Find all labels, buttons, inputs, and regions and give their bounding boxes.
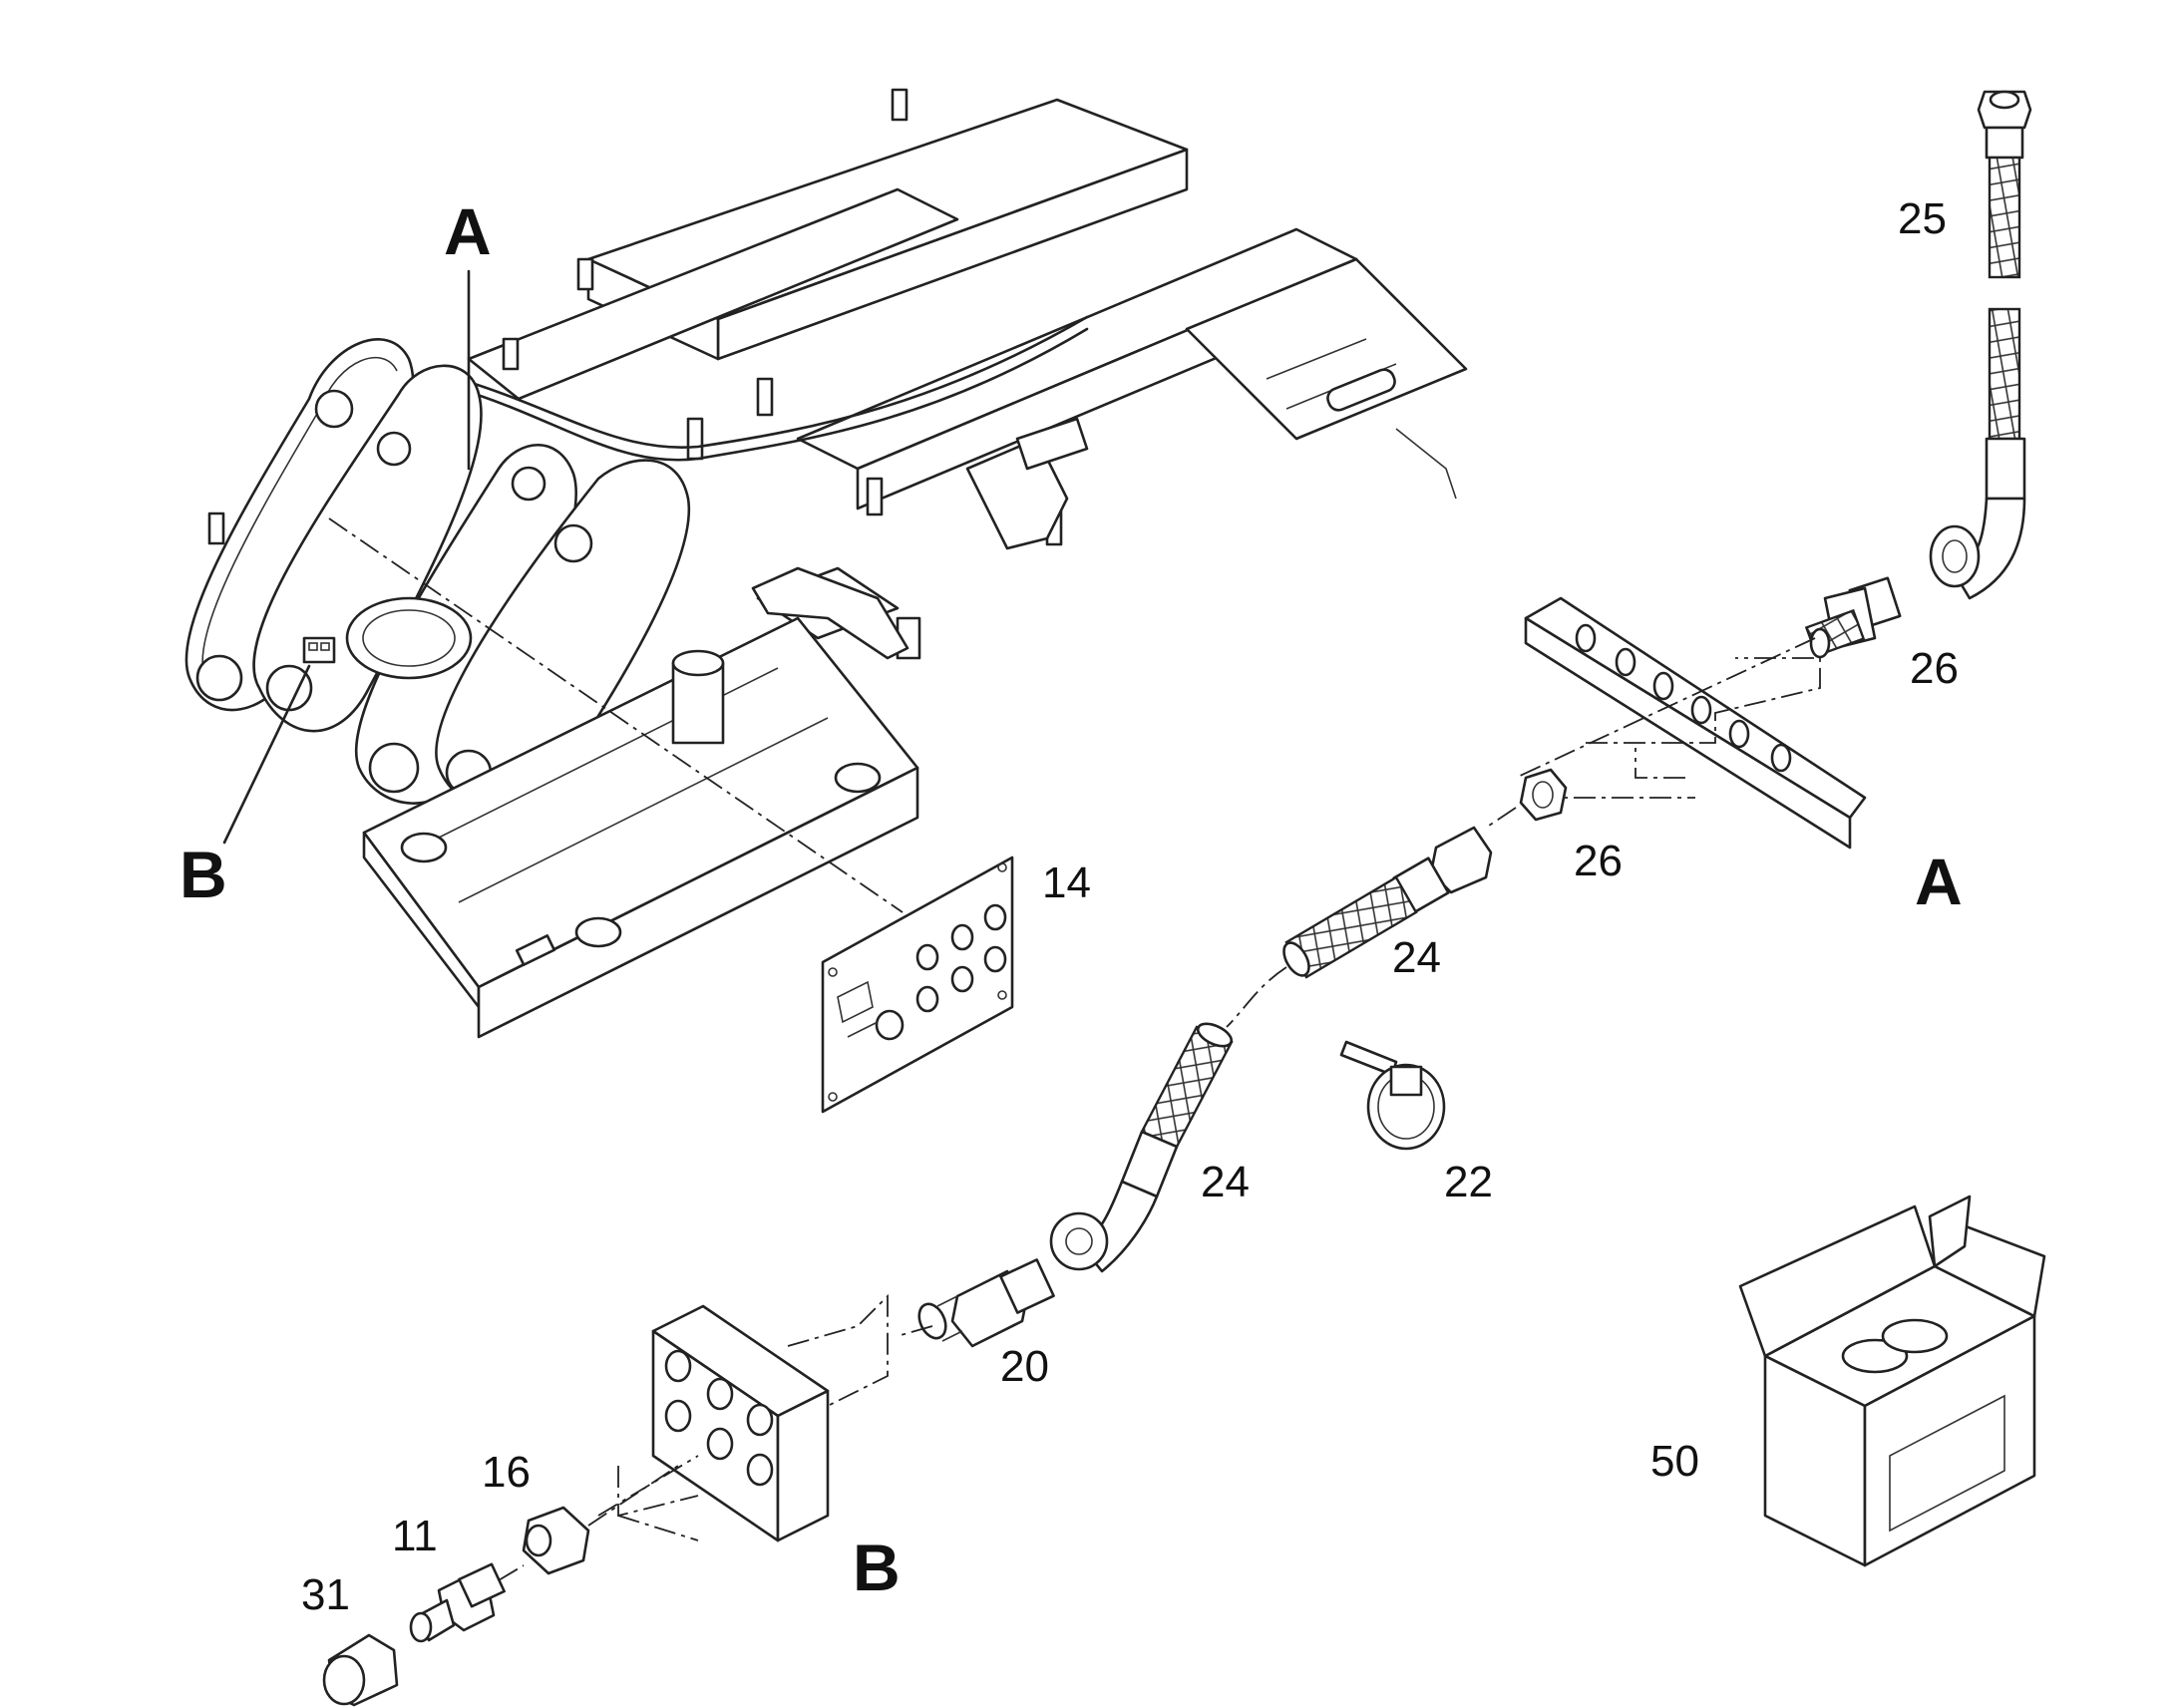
adapter-part-20 xyxy=(917,1258,1055,1348)
hose-flow-line xyxy=(1226,966,1287,1028)
fitting-part-11 xyxy=(409,1562,506,1643)
callout-a-view: A xyxy=(1915,845,1963,918)
part-label-11: 11 xyxy=(392,1512,438,1560)
part-label-14: 14 xyxy=(1042,858,1091,907)
adapter-part-26-upper xyxy=(1804,576,1902,659)
nut-part-16 xyxy=(522,1506,590,1575)
kit-box-part-50 xyxy=(1738,1195,2046,1567)
part-label-16: 16 xyxy=(482,1448,531,1497)
part-label-31: 31 xyxy=(301,1570,350,1619)
part-label-24-upper: 24 xyxy=(1392,933,1441,982)
machine-frame xyxy=(184,88,1468,1039)
part-label-25: 25 xyxy=(1898,194,1947,243)
callout-a-top: A xyxy=(444,194,492,268)
callout-b-view: B xyxy=(853,1531,901,1604)
center-line-a-lower xyxy=(1485,807,1517,829)
part-label-26-lower: 26 xyxy=(1574,837,1623,885)
callout-b-leader xyxy=(222,664,311,845)
instruction-plate-part xyxy=(821,855,1014,1114)
part-label-20: 20 xyxy=(1000,1342,1049,1391)
hose-part-24-upper xyxy=(1282,826,1493,979)
nut-part-26-lower xyxy=(1519,768,1568,822)
cable-tie-part-22 xyxy=(1339,1040,1446,1151)
center-line-20 xyxy=(897,1325,933,1337)
center-line-b xyxy=(587,1455,699,1527)
callout-b-left: B xyxy=(180,838,227,911)
hose-part-24-lower xyxy=(1049,1022,1234,1273)
center-line-11 xyxy=(498,1564,525,1581)
part-label-26-upper: 26 xyxy=(1910,644,1959,693)
cap-part-31 xyxy=(322,1633,399,1707)
center-line-14 xyxy=(328,517,904,913)
hose-part-25 xyxy=(1929,90,2032,600)
bulkhead-plate-a xyxy=(1524,596,1867,850)
part-label-24-lower: 24 xyxy=(1201,1158,1250,1206)
part-label-22: 22 xyxy=(1444,1158,1493,1206)
part-label-50: 50 xyxy=(1650,1437,1699,1486)
center-line-a-upper xyxy=(1515,637,1816,779)
connector-block-b xyxy=(617,1293,889,1542)
